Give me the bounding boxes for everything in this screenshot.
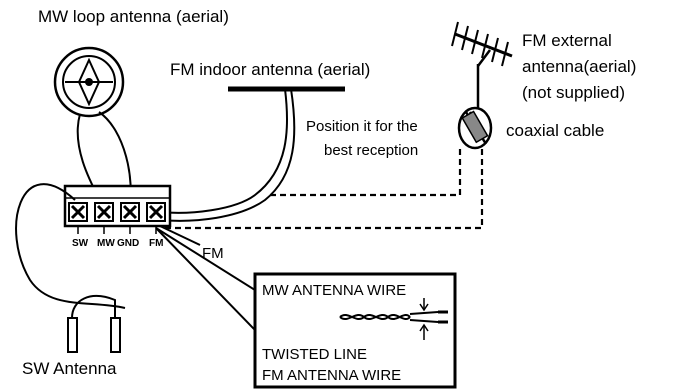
fm-external-label-line1: FM external — [522, 31, 612, 50]
terminal-label-mw: MW — [97, 238, 115, 249]
position-note-line2: best reception — [324, 142, 418, 159]
coaxial-cable-connector — [457, 64, 493, 150]
fm-external-label-line2: antenna(aerial) — [522, 57, 636, 76]
coax-route-outer — [165, 148, 484, 230]
mw-antenna-wire-label: MW ANTENNA WIRE — [262, 282, 406, 299]
wire-detail-inset — [253, 272, 457, 389]
fm-external-label-line3: (not supplied) — [522, 83, 625, 102]
mw-loop-antenna — [53, 46, 125, 118]
coax-route-inner — [270, 148, 462, 197]
fm-external-antenna — [451, 21, 513, 67]
terminal-label-fm: FM — [149, 238, 163, 249]
terminal-gnd[interactable] — [120, 202, 140, 222]
sw-antenna-wire — [15, 183, 126, 309]
position-note-line1: Position it for the — [306, 118, 418, 135]
fm-lead-wire-3 — [159, 225, 201, 246]
terminal-mw[interactable] — [94, 202, 114, 222]
fm-antenna-wire-label: FM ANTENNA WIRE — [262, 367, 401, 384]
terminal-fm[interactable] — [146, 202, 166, 222]
fm-lead-wire-1 — [155, 227, 256, 291]
sw-antenna-leads — [67, 295, 121, 353]
twisted-line-label: TWISTED LINE — [262, 346, 367, 363]
fm-indoor-label: FM indoor antenna (aerial) — [170, 60, 370, 79]
coaxial-cable-label: coaxial cable — [506, 121, 604, 140]
fm-lead-label: FM — [202, 245, 224, 262]
terminal-label-sw: SW — [72, 238, 89, 249]
terminal-block[interactable] — [63, 184, 172, 234]
sw-antenna-label: SW Antenna — [22, 359, 117, 378]
mw-loop-label: MW loop antenna (aerial) — [38, 7, 229, 26]
fm-lead-wire-2 — [155, 227, 256, 331]
fm-indoor-antenna — [159, 86, 345, 222]
terminal-sw[interactable] — [68, 202, 88, 222]
terminal-label-gnd: GND — [117, 238, 139, 249]
